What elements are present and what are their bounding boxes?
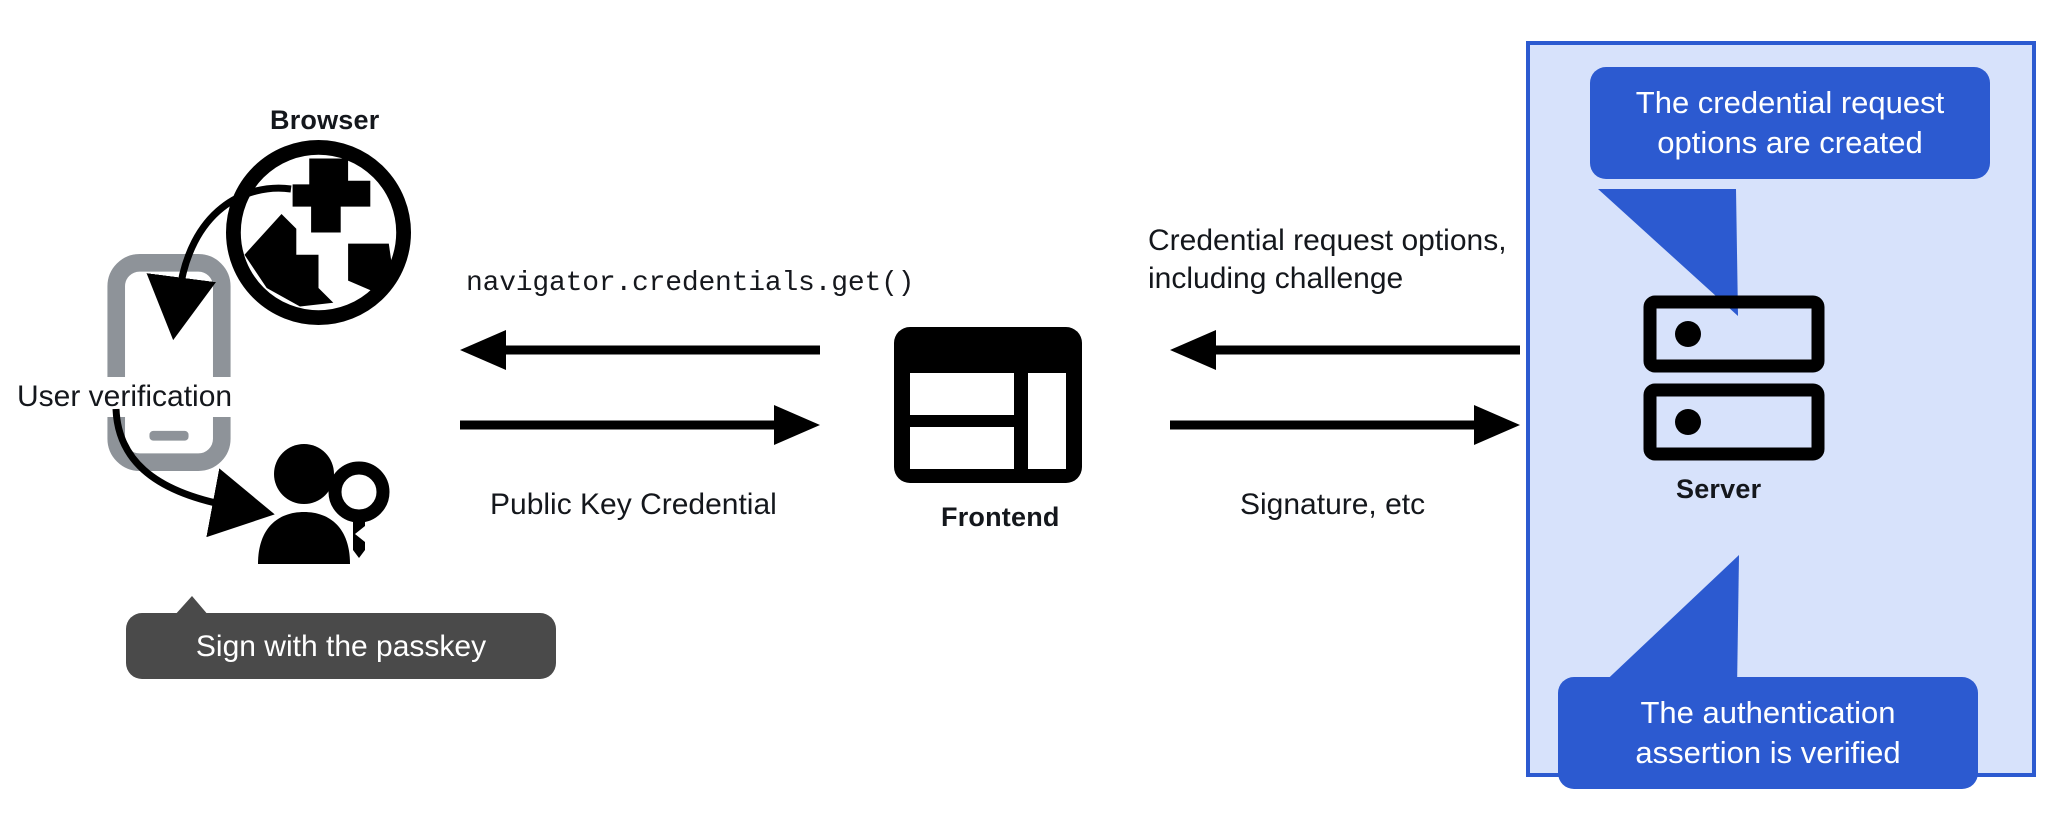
server-label: Server: [1676, 474, 1762, 504]
credential-request-options-line2: including challenge: [1148, 262, 1404, 296]
options-created-callout-tail: [1594, 189, 1804, 317]
server-rack-icon: [1643, 295, 1825, 461]
globe-icon: [226, 140, 411, 325]
arrow-frontend-to-server: [1170, 405, 1520, 445]
user-verification-label: User verification: [14, 377, 236, 418]
arrow-device-to-user: [110, 405, 320, 545]
frontend-label: Frontend: [941, 502, 1060, 532]
arrow-frontend-to-browser: [460, 330, 820, 370]
server-panel: The credential request options are creat…: [1526, 41, 2036, 789]
arrow-browser-to-device: [95, 175, 315, 365]
webpage-layout-icon: [892, 325, 1084, 485]
arrow-browser-to-frontend: [460, 405, 820, 445]
user-with-key-icon: [252, 442, 392, 572]
mobile-phone-icon: [107, 254, 231, 471]
browser-label: Browser: [270, 105, 380, 135]
assertion-verified-callout-tail: [1592, 555, 1792, 691]
credential-request-options-line1: Credential request options,: [1148, 224, 1507, 257]
options-created-callout: The credential request options are creat…: [1590, 67, 1990, 179]
navigator-get-label: navigator.credentials.get(): [466, 268, 915, 299]
assertion-verified-callout: The authentication assertion is verified: [1558, 677, 1978, 789]
signature-etc-label: Signature, etc: [1240, 488, 1426, 521]
public-key-credential-label: Public Key Credential: [490, 488, 777, 521]
arrow-server-to-frontend: [1170, 330, 1520, 370]
credential-request-options-label: Credential request options, including cha…: [1148, 222, 1507, 299]
sign-with-passkey-callout: Sign with the passkey: [126, 613, 556, 679]
